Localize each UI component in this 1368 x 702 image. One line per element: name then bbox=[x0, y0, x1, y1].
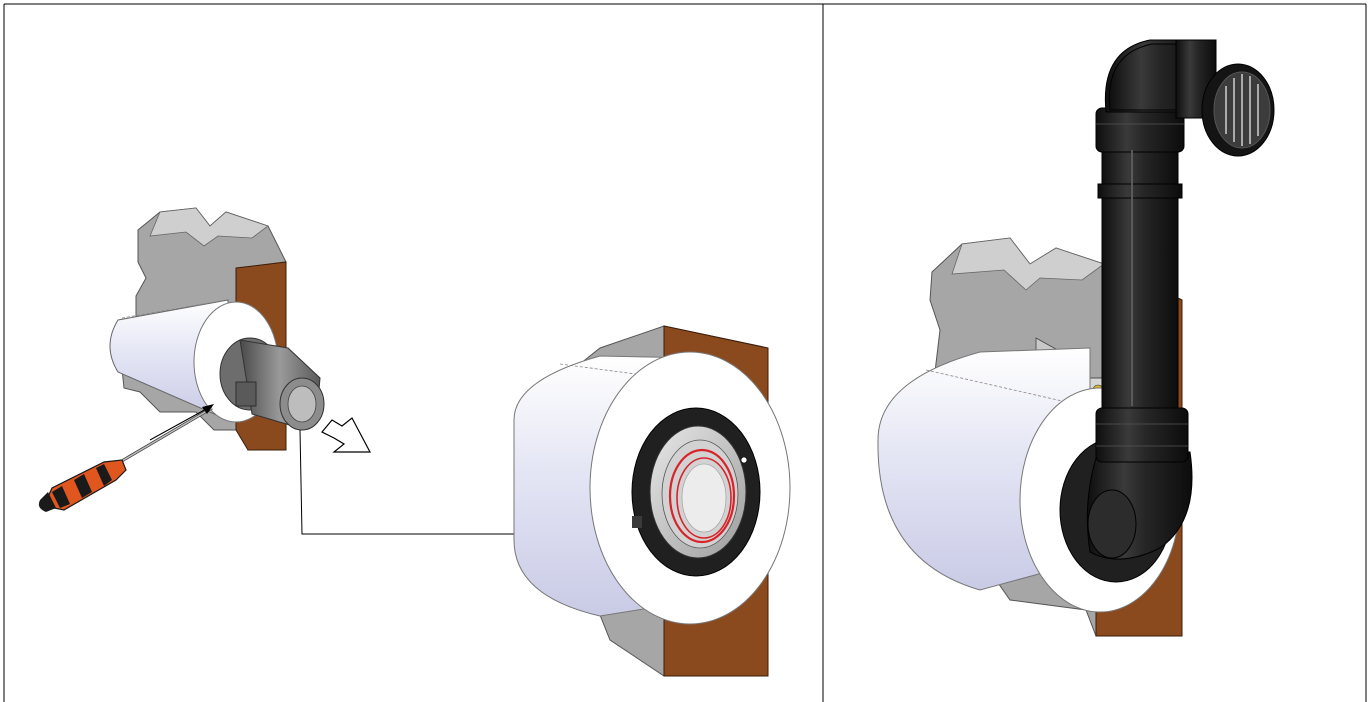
panel-right bbox=[877, 39, 1275, 637]
screwdriver-icon bbox=[38, 404, 214, 512]
panel-borders bbox=[3, 3, 1367, 702]
direction-arrow-icon bbox=[321, 417, 371, 453]
detail-view bbox=[513, 325, 791, 677]
terminal-adapter bbox=[219, 337, 325, 431]
flue-pipe bbox=[1086, 39, 1275, 560]
panel-left bbox=[38, 207, 791, 677]
